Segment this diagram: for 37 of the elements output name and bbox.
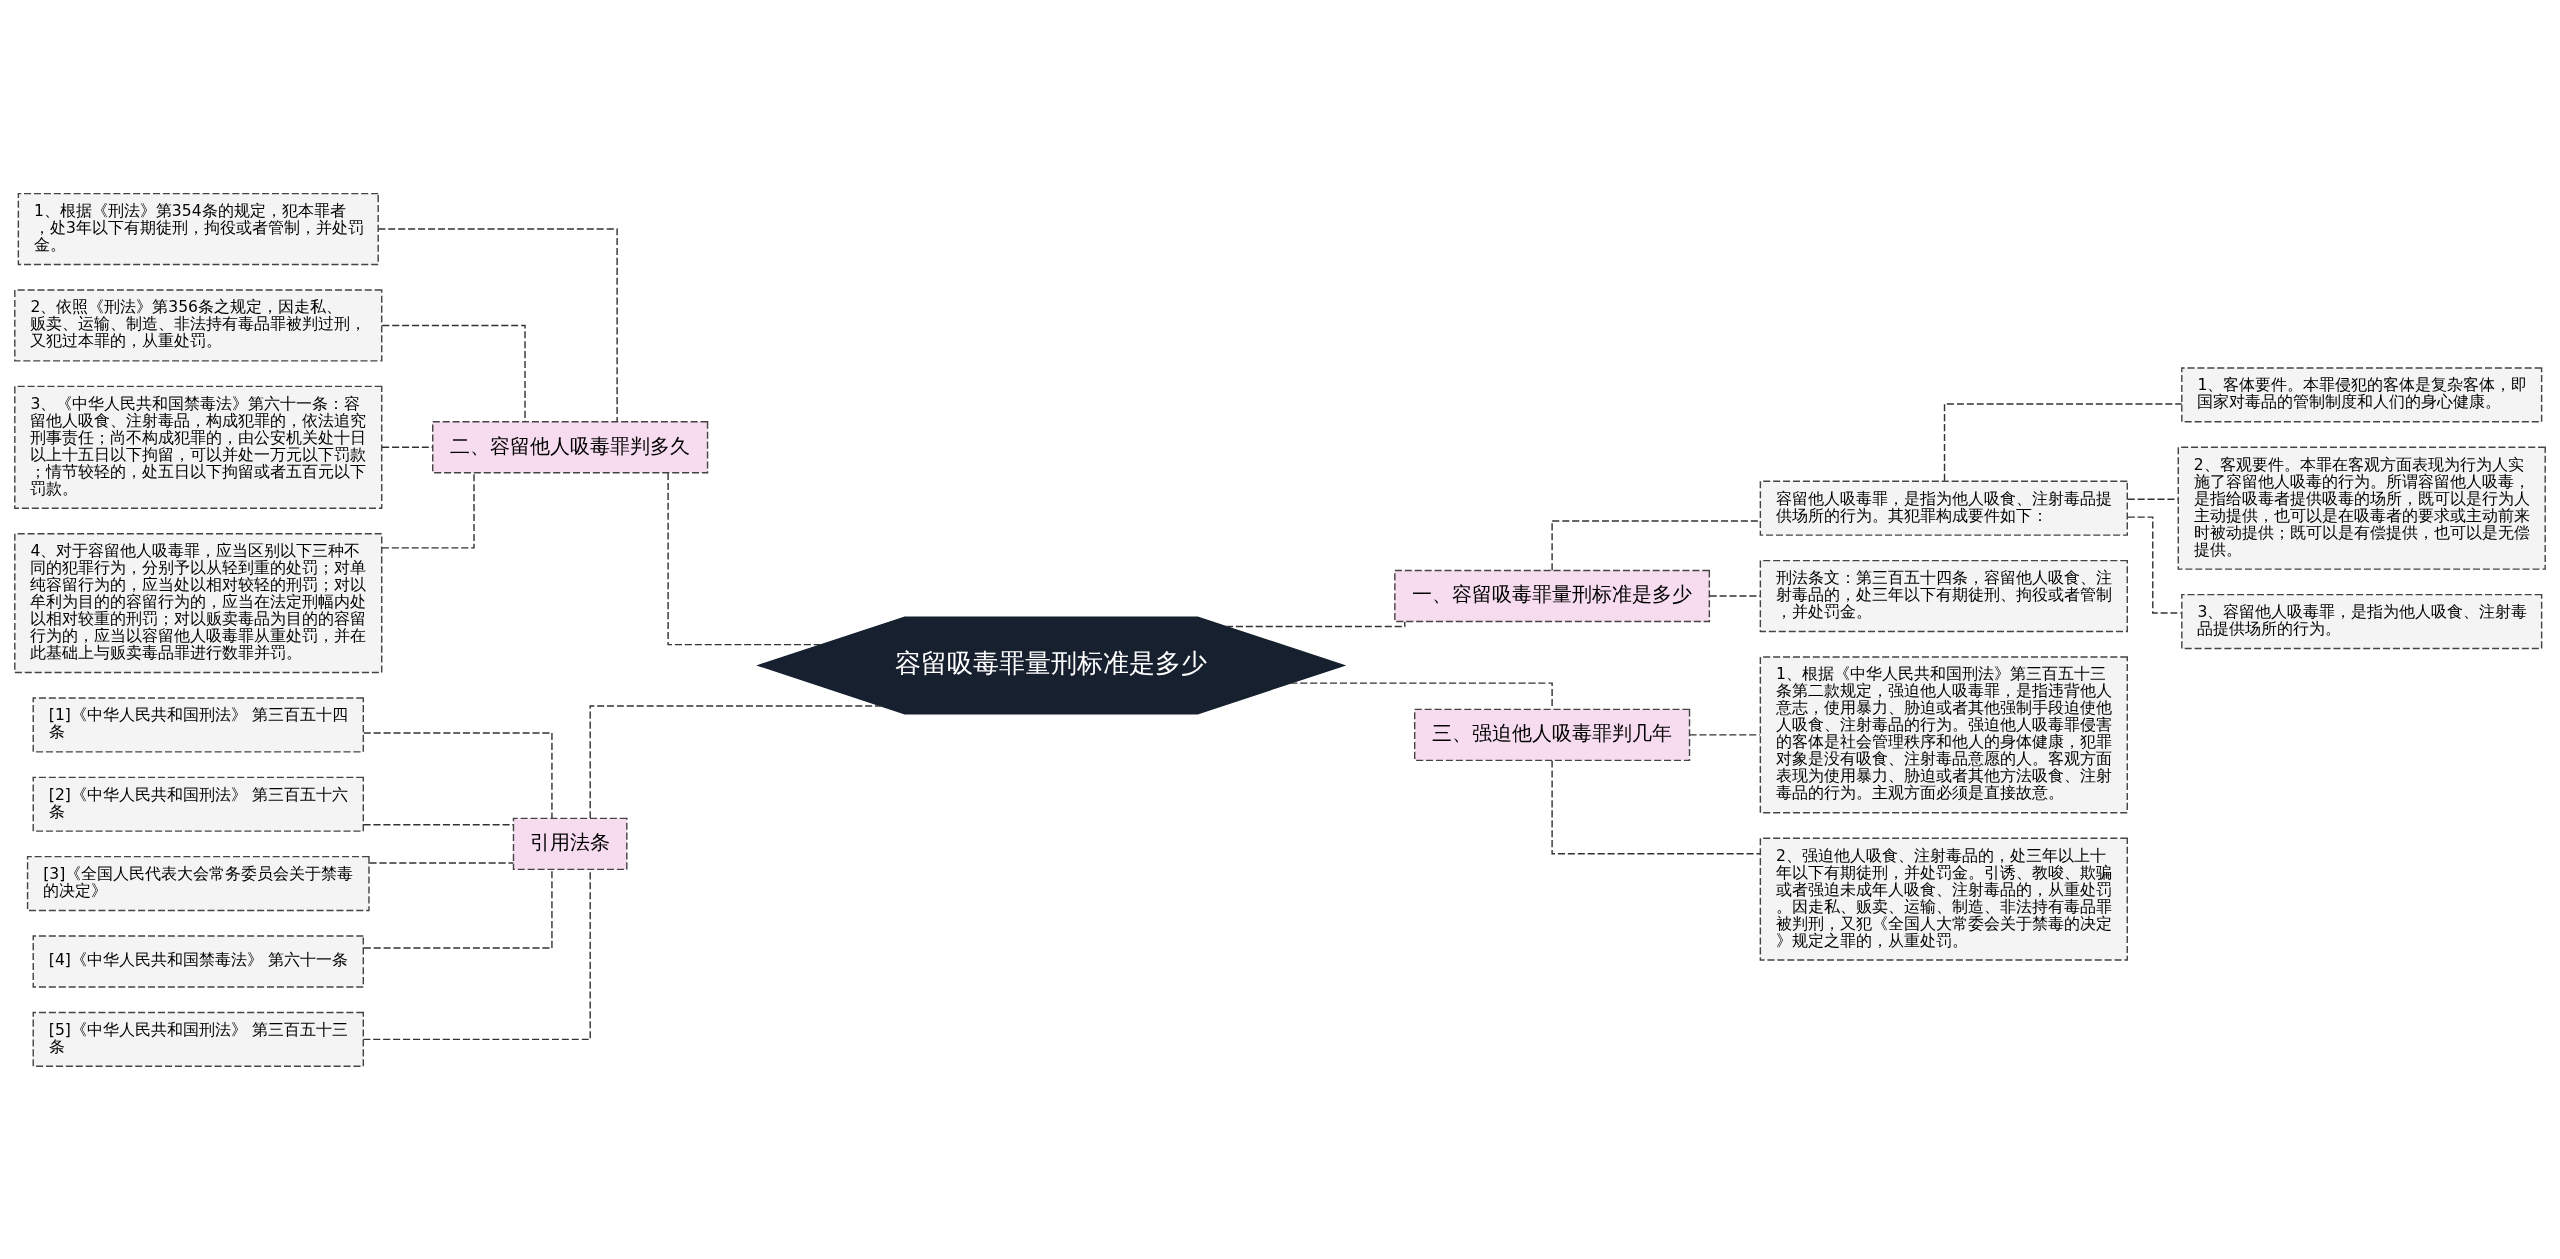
node-box: 1、根据《刑法》第354条的规定，犯本罪者，处3年以下有期徒刑，拘役或者管制，并处罚金。 [17, 192, 379, 265]
connector [1709, 594, 1761, 597]
node-box: 2、强迫他人吸食、注射毒品的，处三年以上十年以下有期徒刑，并处罚金。引诱、教唆、欺骗或者强迫未成年人吸食、注射毒品的，从重处罚。因走私、贩卖、运输、制造、非法持有毒品罪被判刑，又犯《全国人大常委会关于禁毒的决定》规定之罪的，从重处罚。 [1759, 837, 2128, 961]
node-box: 容留他人吸毒罪，是指为他人吸食、注射毒品提供场所的行为。其犯罪构成要件如下： [1759, 480, 2128, 536]
connector [363, 868, 553, 949]
node-box: 三、强迫他人吸毒罪判几年 [1414, 708, 1691, 761]
connector [589, 704, 882, 819]
connector [381, 471, 475, 549]
connector [1688, 733, 1761, 736]
connector [1225, 620, 1406, 627]
connector [1551, 759, 1761, 855]
connector [377, 227, 618, 422]
node-box: 4、对于容留他人吸毒罪，应当区别以下三种不同的犯罪行为，分别予以从轻到重的处罚；对单纯容留行为的，应当处以相对较轻的刑罚；对以牟利为目的的容留行为的，应当在法定刑幅内处以相对较重的刑罚；对以贩卖毒品为目的的容留行为的，应当以容留他人吸毒罪从重处罚，并在此基础上与贩卖毒品罪进行数罪并罚。 [14, 532, 383, 673]
connector [667, 471, 822, 645]
node-box: [1]《中华人民共和国刑法》 第三百五十四条 [32, 696, 364, 753]
connector [368, 861, 515, 864]
node-box: 刑法条文：第三百五十四条，容留他人吸食、注射毒品的，处三年以下有期徒刑、拘役或者管制，并处罚金。 [1759, 559, 2128, 632]
node-box: [5]《中华人民共和国刑法》 第三百五十三条 [32, 1011, 364, 1067]
connector [362, 868, 591, 1040]
node-box: [2]《中华人民共和国刑法》 第三百五十六条 [32, 776, 364, 832]
connector [2127, 498, 2179, 500]
node-box: 二、容留他人吸毒罪判多久 [432, 420, 709, 473]
node-box: 3、《中华人民共和国禁毒法》第六十一条：容留他人吸食、注射毒品，构成犯罪的，依法追究刑事责任；尚不构成犯罪的，由公安机关处十日以上十五日以下拘留，可以并处一万元以下罚款；情节较轻的，处五日以下拘留或者五百元以下罚款。 [14, 385, 383, 509]
connector [381, 446, 434, 448]
node-box: 2、依照《刑法》第356条之规定，因走私、贩卖、运输、制造、非法持有毒品罪被判过刑，又犯过本罪的，从重处罚。 [14, 288, 383, 362]
node-box: 3、容留他人吸毒罪，是指为他人吸食、注射毒品提供场所的行为。 [2181, 593, 2543, 649]
node-box: 1、客体要件。本罪侵犯的客体是复杂客体，即国家对毒品的管制制度和人们的身心健康。 [2181, 366, 2543, 422]
connector [1551, 519, 1761, 571]
node-box: 1、根据《中华人民共和国刑法》第三百五十三条第二款规定，强迫他人吸毒罪，是指违背他人意志，使用暴力、胁迫或者其他强制手段迫使他人吸食、注射毒品的行为。强迫他人吸毒罪侵害的客体是社会管理秩序和他人的身体健康，犯罪对象是没有吸食、注射毒品意愿的人。客观方面表现为使用暴力、胁迫或者其他方法吸食、注射毒品的行为。主观方面必须是直接故意。 [1759, 655, 2128, 813]
node-box: 引用法条 [512, 817, 628, 870]
node-box: 2、客观要件。本罪在客观方面表现为行为人实施了容留他人吸毒的行为。所谓容留他人吸毒，是指给吸毒者提供吸毒的场所，既可以是行为人主动提供，也可以是在吸毒者的要求或主动前来时被动提供；既可以是有偿提供，也可以是无偿提供。 [2177, 446, 2546, 570]
node-box: [4]《中华人民共和国禁毒法》 第六十一条 [32, 934, 364, 988]
connector [362, 823, 514, 825]
node-box: 一、容留吸毒罪量刑标准是多少 [1394, 569, 1711, 622]
connector [363, 731, 553, 819]
connector [1943, 402, 2183, 481]
node-box: [3]《全国人民代表大会常务委员会关于禁毒的决定》 [26, 855, 370, 911]
